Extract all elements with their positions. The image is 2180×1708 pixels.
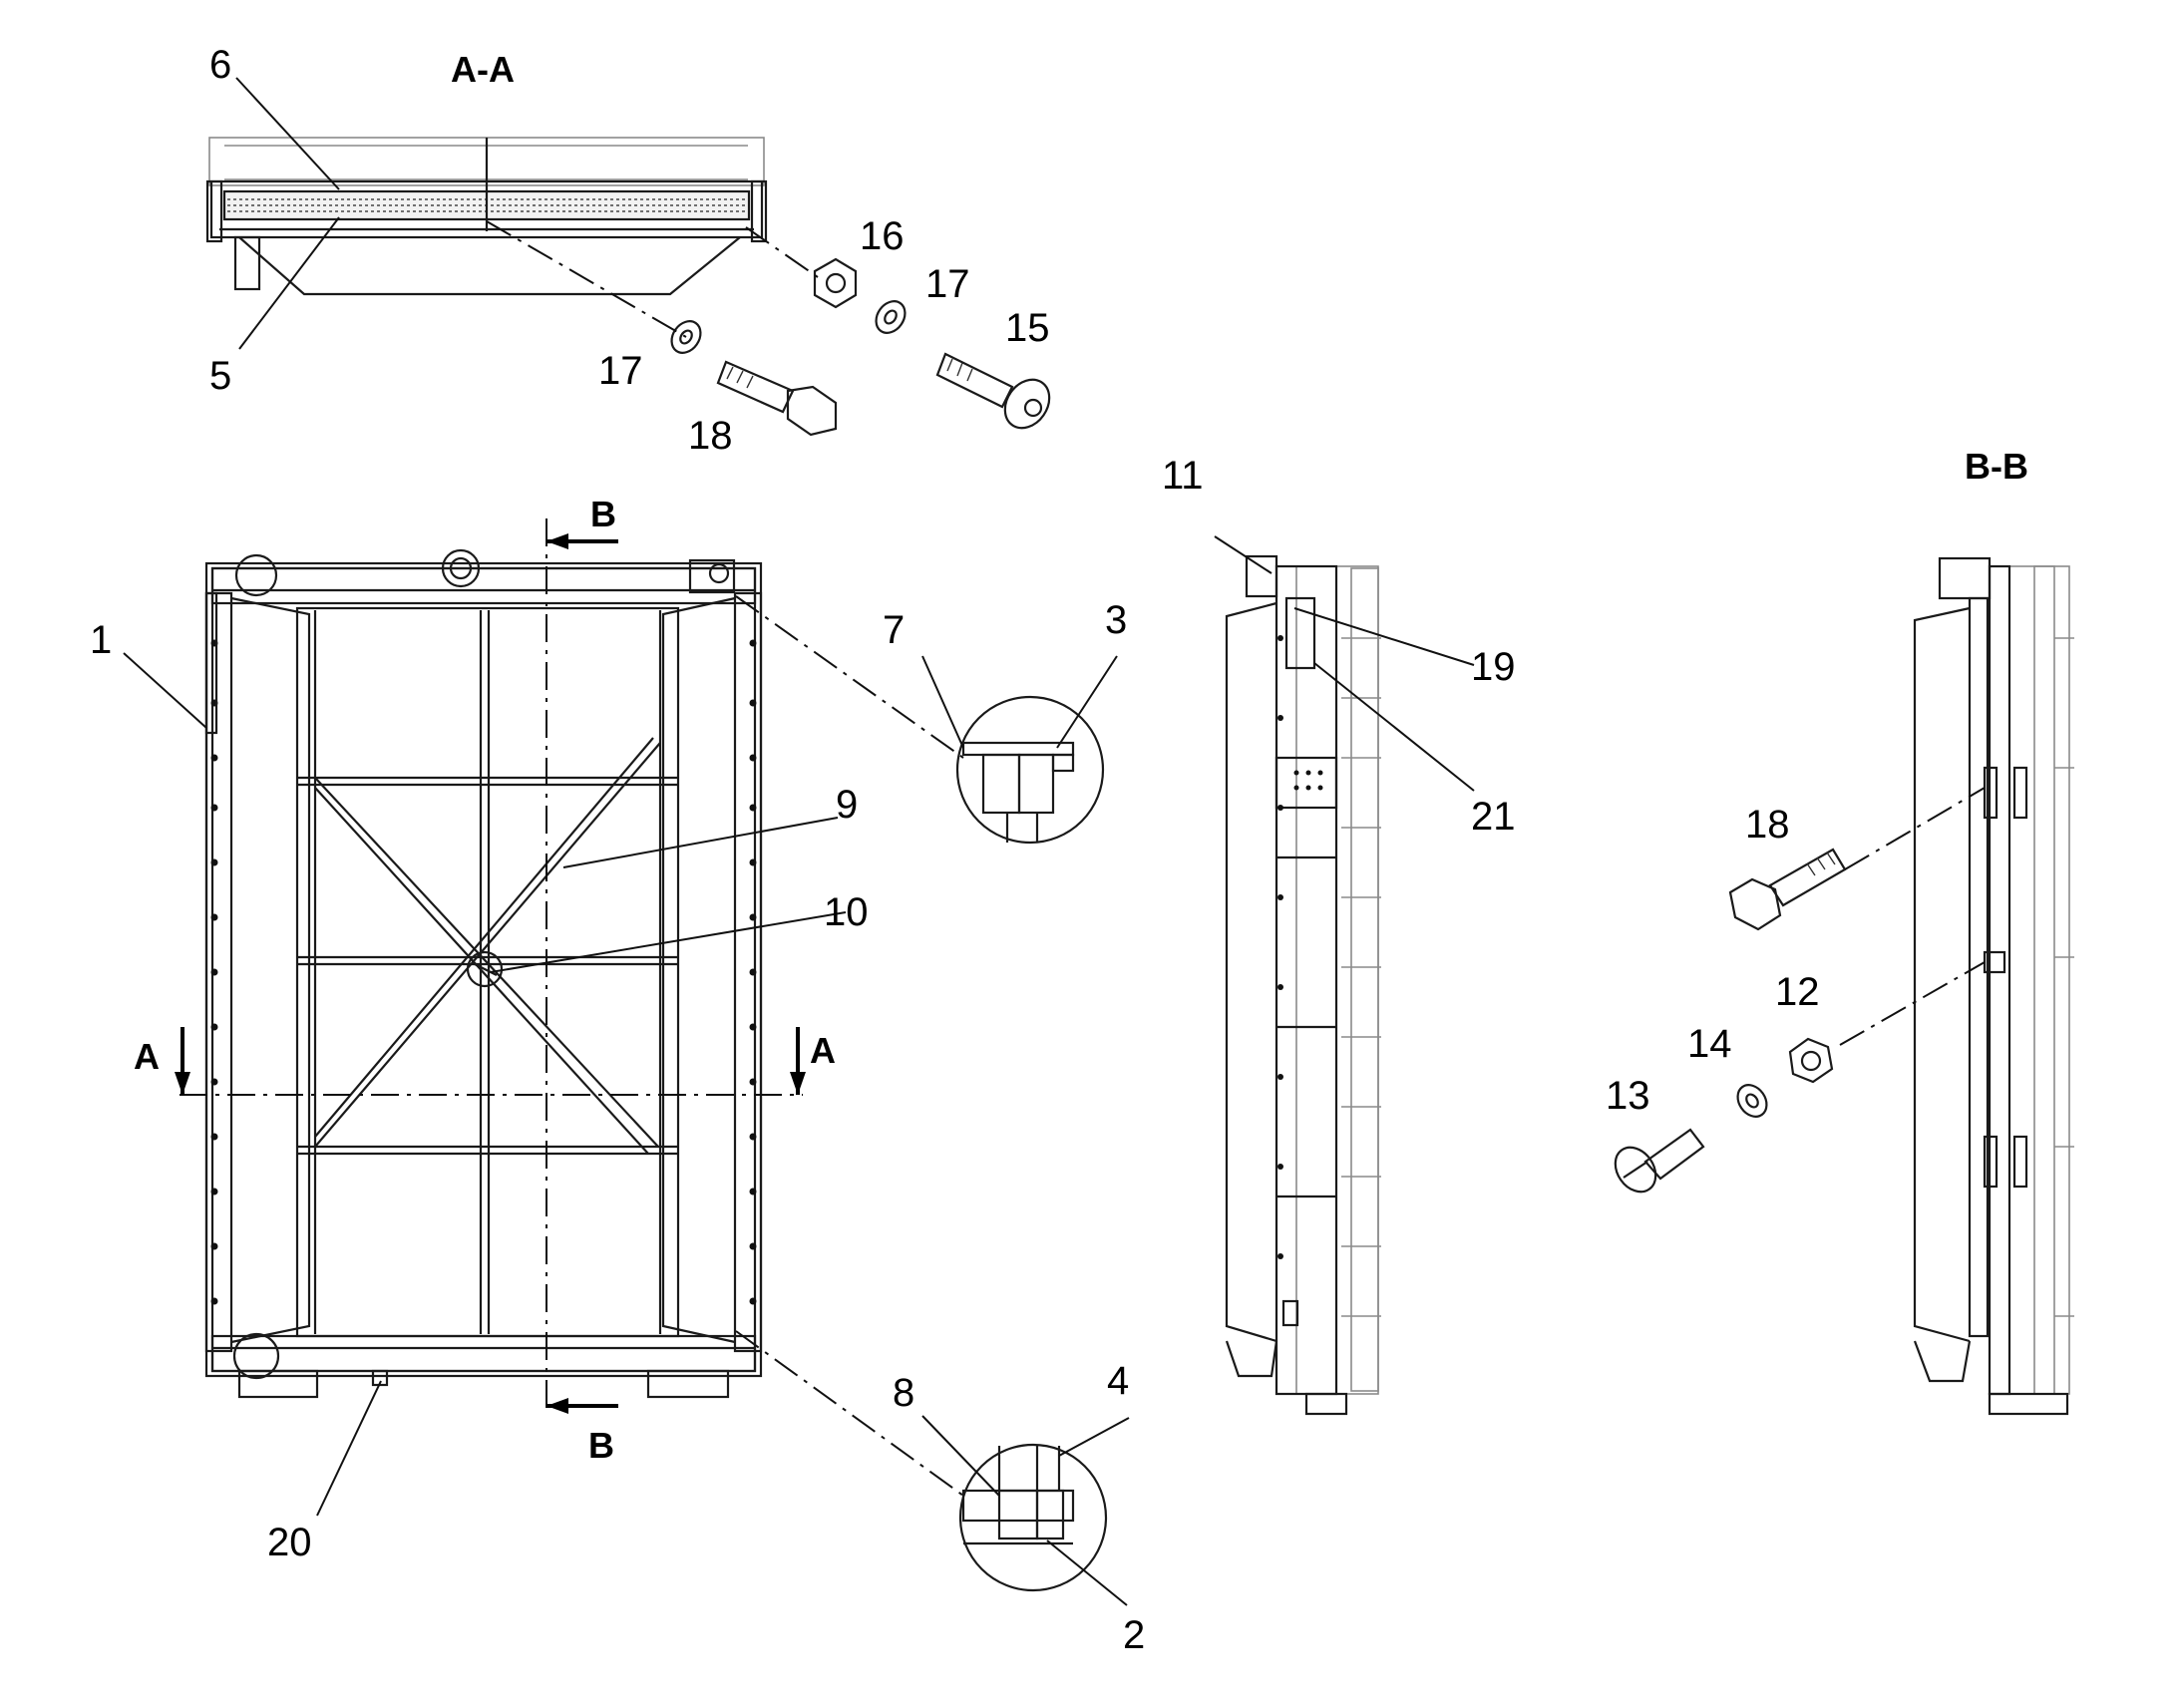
bb-link-upper [1844, 787, 1986, 870]
callout-5: 5 [209, 354, 231, 398]
callout-17-left: 17 [598, 349, 643, 393]
callout-4: 4 [1107, 1359, 1129, 1403]
cut-b-top-label: B [590, 494, 616, 534]
section-bb-title: B-B [1965, 446, 2028, 487]
labels: A-A B-B B B A A 1 2 3 4 5 6 7 8 9 10 11 … [90, 43, 2028, 1657]
callout-6: 6 [209, 43, 231, 87]
callout-10: 10 [824, 890, 869, 934]
callout-18-bb: 18 [1745, 803, 1790, 847]
callout-12: 12 [1775, 970, 1820, 1014]
screw-13 [1614, 1128, 1705, 1194]
bb-link-lower [1839, 961, 1986, 1046]
section-cut-lines [175, 518, 806, 1416]
callout-19: 19 [1471, 645, 1516, 689]
cut-a-left-label: A [134, 1036, 160, 1077]
nut-16 [813, 257, 858, 309]
washer-17-left [670, 320, 702, 354]
cut-b-bottom-label: B [588, 1425, 614, 1466]
callout-2: 2 [1123, 1613, 1145, 1657]
callout-16: 16 [860, 214, 905, 258]
detail-link-top [735, 595, 964, 759]
hex-bolt-18-bb [1728, 848, 1847, 931]
washer-14 [1736, 1084, 1768, 1118]
aa-link-left [486, 220, 687, 338]
callout-14: 14 [1687, 1022, 1732, 1066]
detail-circle-top [955, 695, 1105, 845]
cut-a-right-label: A [810, 1030, 836, 1071]
front-view-radiator [204, 548, 763, 1399]
section-aa-title: A-A [451, 49, 515, 90]
callout-21: 21 [1471, 795, 1516, 839]
callout-9: 9 [836, 783, 858, 827]
callout-17-right: 17 [925, 262, 970, 306]
section-bb-view [1913, 556, 2074, 1416]
callout-11: 11 [1162, 454, 1204, 498]
nut-12 [1788, 1037, 1834, 1084]
callout-20: 20 [267, 1521, 312, 1564]
detail-link-bottom [735, 1330, 964, 1497]
callout-18-top: 18 [688, 414, 733, 458]
washer-17-right [875, 300, 907, 334]
callout-8: 8 [893, 1371, 914, 1415]
callout-13: 13 [1606, 1074, 1650, 1118]
callout-15: 15 [1005, 306, 1050, 350]
aa-link-right [745, 226, 819, 278]
callout-7: 7 [883, 608, 905, 652]
leader-lines [123, 77, 1475, 1606]
side-view-radiator [1225, 554, 1381, 1416]
detail-circle-bottom [958, 1443, 1108, 1592]
hex-bolt-18-top [716, 360, 838, 437]
callout-1: 1 [90, 618, 112, 662]
callout-3: 3 [1105, 598, 1127, 642]
section-aa-view [205, 137, 768, 296]
socket-bolt-15 [935, 352, 1051, 430]
